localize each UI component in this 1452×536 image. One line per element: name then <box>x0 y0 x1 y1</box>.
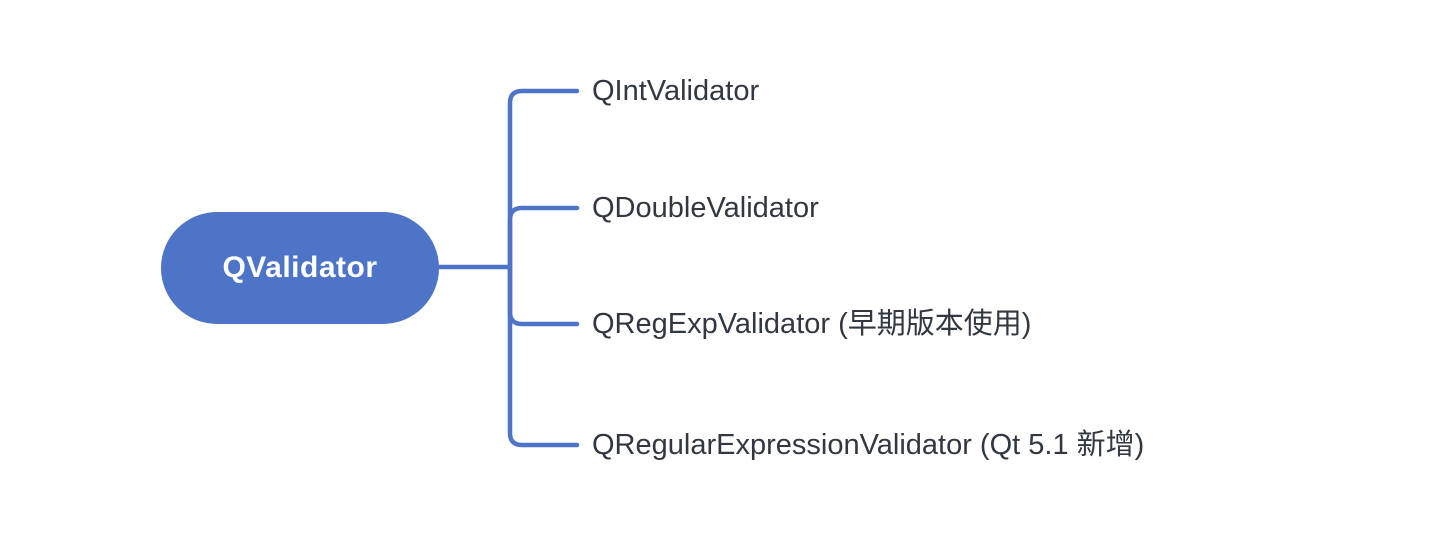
connector-branch-4 <box>507 264 580 448</box>
connector-branch-2 <box>507 205 580 270</box>
child-node-qregexpvalidator[interactable]: QRegExpValidator (早期版本使用) <box>592 308 1032 340</box>
child-node-qregularexpressionvalidator[interactable]: QRegularExpressionValidator (Qt 5.1 新增) <box>592 429 1145 461</box>
child-node-qdoublevalidator[interactable]: QDoubleValidator <box>592 192 819 224</box>
connector-branch-1 <box>507 88 580 270</box>
root-node-qvalidator[interactable]: QValidator <box>161 212 439 324</box>
root-node-label: QValidator <box>222 251 378 284</box>
child-node-qintvalidator[interactable]: QIntValidator <box>592 75 760 107</box>
connector-branch-3 <box>507 264 580 327</box>
